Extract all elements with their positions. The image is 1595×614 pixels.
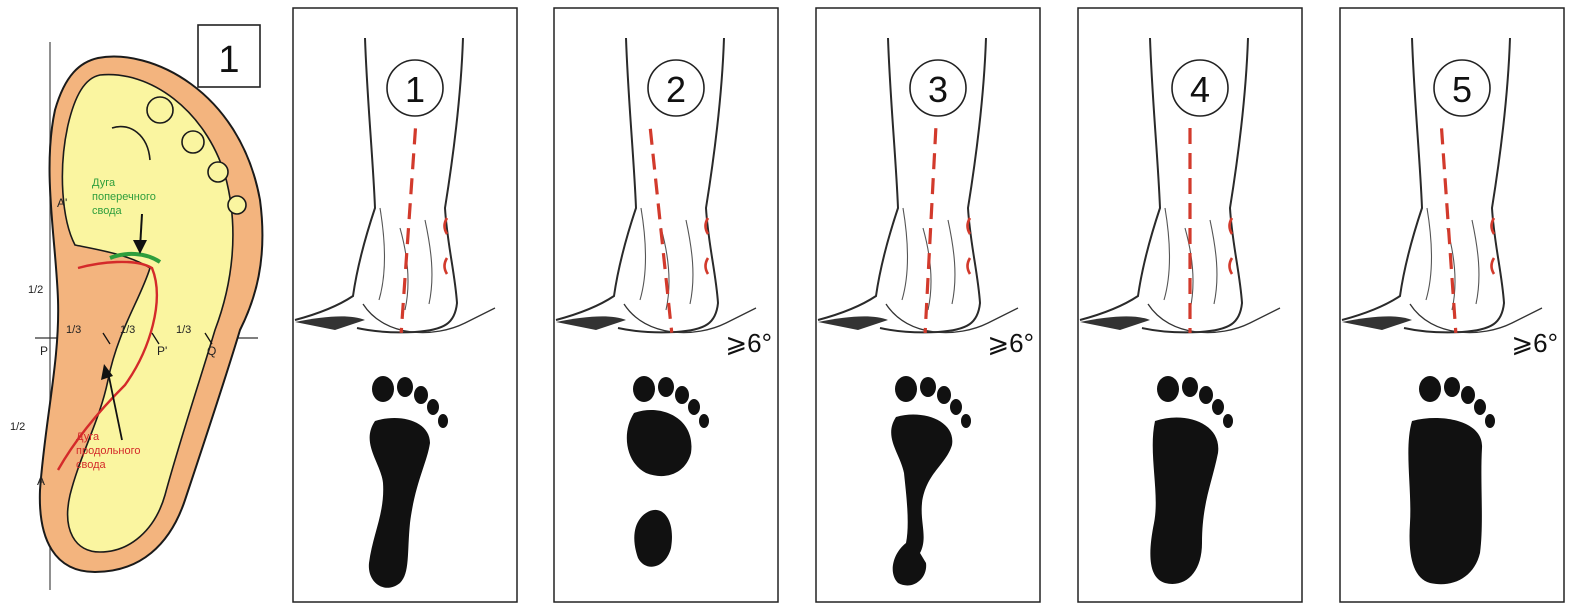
panel-number-label: 2 bbox=[666, 69, 686, 110]
panel-angle-label: ⩾6° bbox=[1511, 328, 1558, 358]
foot-type-panel-1: 1 bbox=[293, 8, 517, 602]
toe-4 bbox=[228, 196, 246, 214]
longitudinal-arch-caption-1: Дуга bbox=[76, 431, 100, 443]
half-top-label: 1/2 bbox=[28, 284, 43, 296]
point-q-label: Q bbox=[207, 344, 216, 358]
panel-angle-label: ⩾6° bbox=[987, 328, 1034, 358]
foot-type-panels: 1 2 ⩾6° 3 ⩾6° 4 5 ⩾6° bbox=[293, 8, 1564, 602]
panel-angle-label: ⩾6° bbox=[725, 328, 772, 358]
point-p-label: P bbox=[40, 344, 48, 358]
foot-type-panel-4: 4 bbox=[1078, 8, 1302, 602]
foot-type-panel-2: 2 ⩾6° bbox=[554, 8, 778, 602]
third-label-2: 1/3 bbox=[120, 324, 135, 336]
main-label-text: 1 bbox=[218, 39, 239, 81]
half-bottom-label: 1/2 bbox=[10, 421, 25, 433]
toe-2 bbox=[182, 131, 204, 153]
point-a-label: A bbox=[37, 474, 45, 488]
panel-number-label: 1 bbox=[405, 69, 425, 110]
panel-number-label: 5 bbox=[1452, 69, 1472, 110]
foot-type-panel-3: 3 ⩾6° bbox=[816, 8, 1040, 602]
longitudinal-arch-caption-2: продольного bbox=[76, 445, 140, 457]
foot-type-panel-5: 5 ⩾6° bbox=[1340, 8, 1564, 602]
point-p-prime-label: P' bbox=[157, 344, 167, 358]
third-label-3: 1/3 bbox=[176, 324, 191, 336]
toe-1 bbox=[147, 97, 173, 123]
toe-3 bbox=[208, 162, 228, 182]
transverse-arch-caption-2: поперечного bbox=[92, 191, 156, 203]
panel-number-label: 4 bbox=[1190, 69, 1210, 110]
transverse-arch-caption-1: Дуга bbox=[92, 177, 116, 189]
longitudinal-arch-caption-3: свода bbox=[76, 459, 107, 471]
third-label-1: 1/3 bbox=[66, 324, 81, 336]
plantar-foot-diagram: A' A P P' Q 1/2 1/2 1/3 1/3 1/3 Дуга поп… bbox=[10, 25, 262, 590]
point-a-prime-label: A' bbox=[57, 196, 67, 210]
transverse-arch-caption-3: свода bbox=[92, 205, 123, 217]
panel-number-label: 3 bbox=[928, 69, 948, 110]
